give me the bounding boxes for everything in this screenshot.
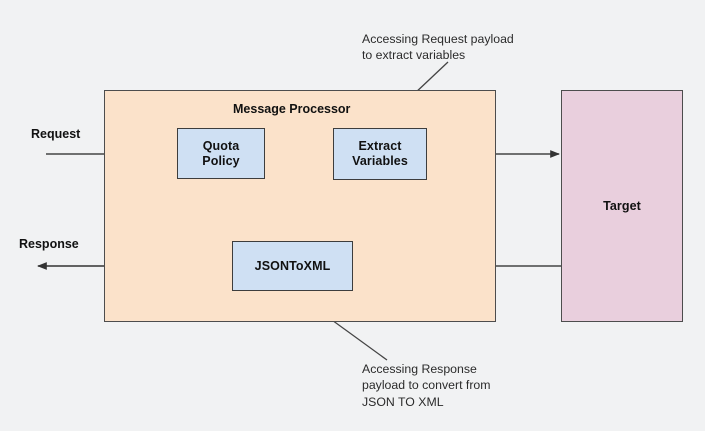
request-annotation-text: Accessing Request payload to extract var… <box>362 32 514 63</box>
target-box[interactable]: Target <box>561 90 683 322</box>
target-label: Target <box>603 198 641 213</box>
response-label: Response <box>19 237 79 251</box>
quota-policy-label-line2: Policy <box>202 153 240 168</box>
request-label: Request <box>31 127 81 141</box>
extract-variables-label-line2: Variables <box>352 154 408 168</box>
extract-variables-label-line1: Extract <box>358 139 402 154</box>
quota-policy-box[interactable]: Quota Policy <box>177 128 265 179</box>
jsontoxml-label: JSONToXML <box>254 258 331 273</box>
jsontoxml-box[interactable]: JSONToXML <box>232 241 353 291</box>
quota-policy-label: Quota Policy <box>202 139 239 169</box>
quota-policy-label-line1: Quota <box>202 138 240 153</box>
response-annotation-text: Accessing Response payload to convert fr… <box>362 362 491 409</box>
extract-variables-label: Extract Variables <box>352 139 408 169</box>
message-processor-title: Message Processor <box>233 102 351 116</box>
extract-variables-box[interactable]: Extract Variables <box>333 128 427 180</box>
